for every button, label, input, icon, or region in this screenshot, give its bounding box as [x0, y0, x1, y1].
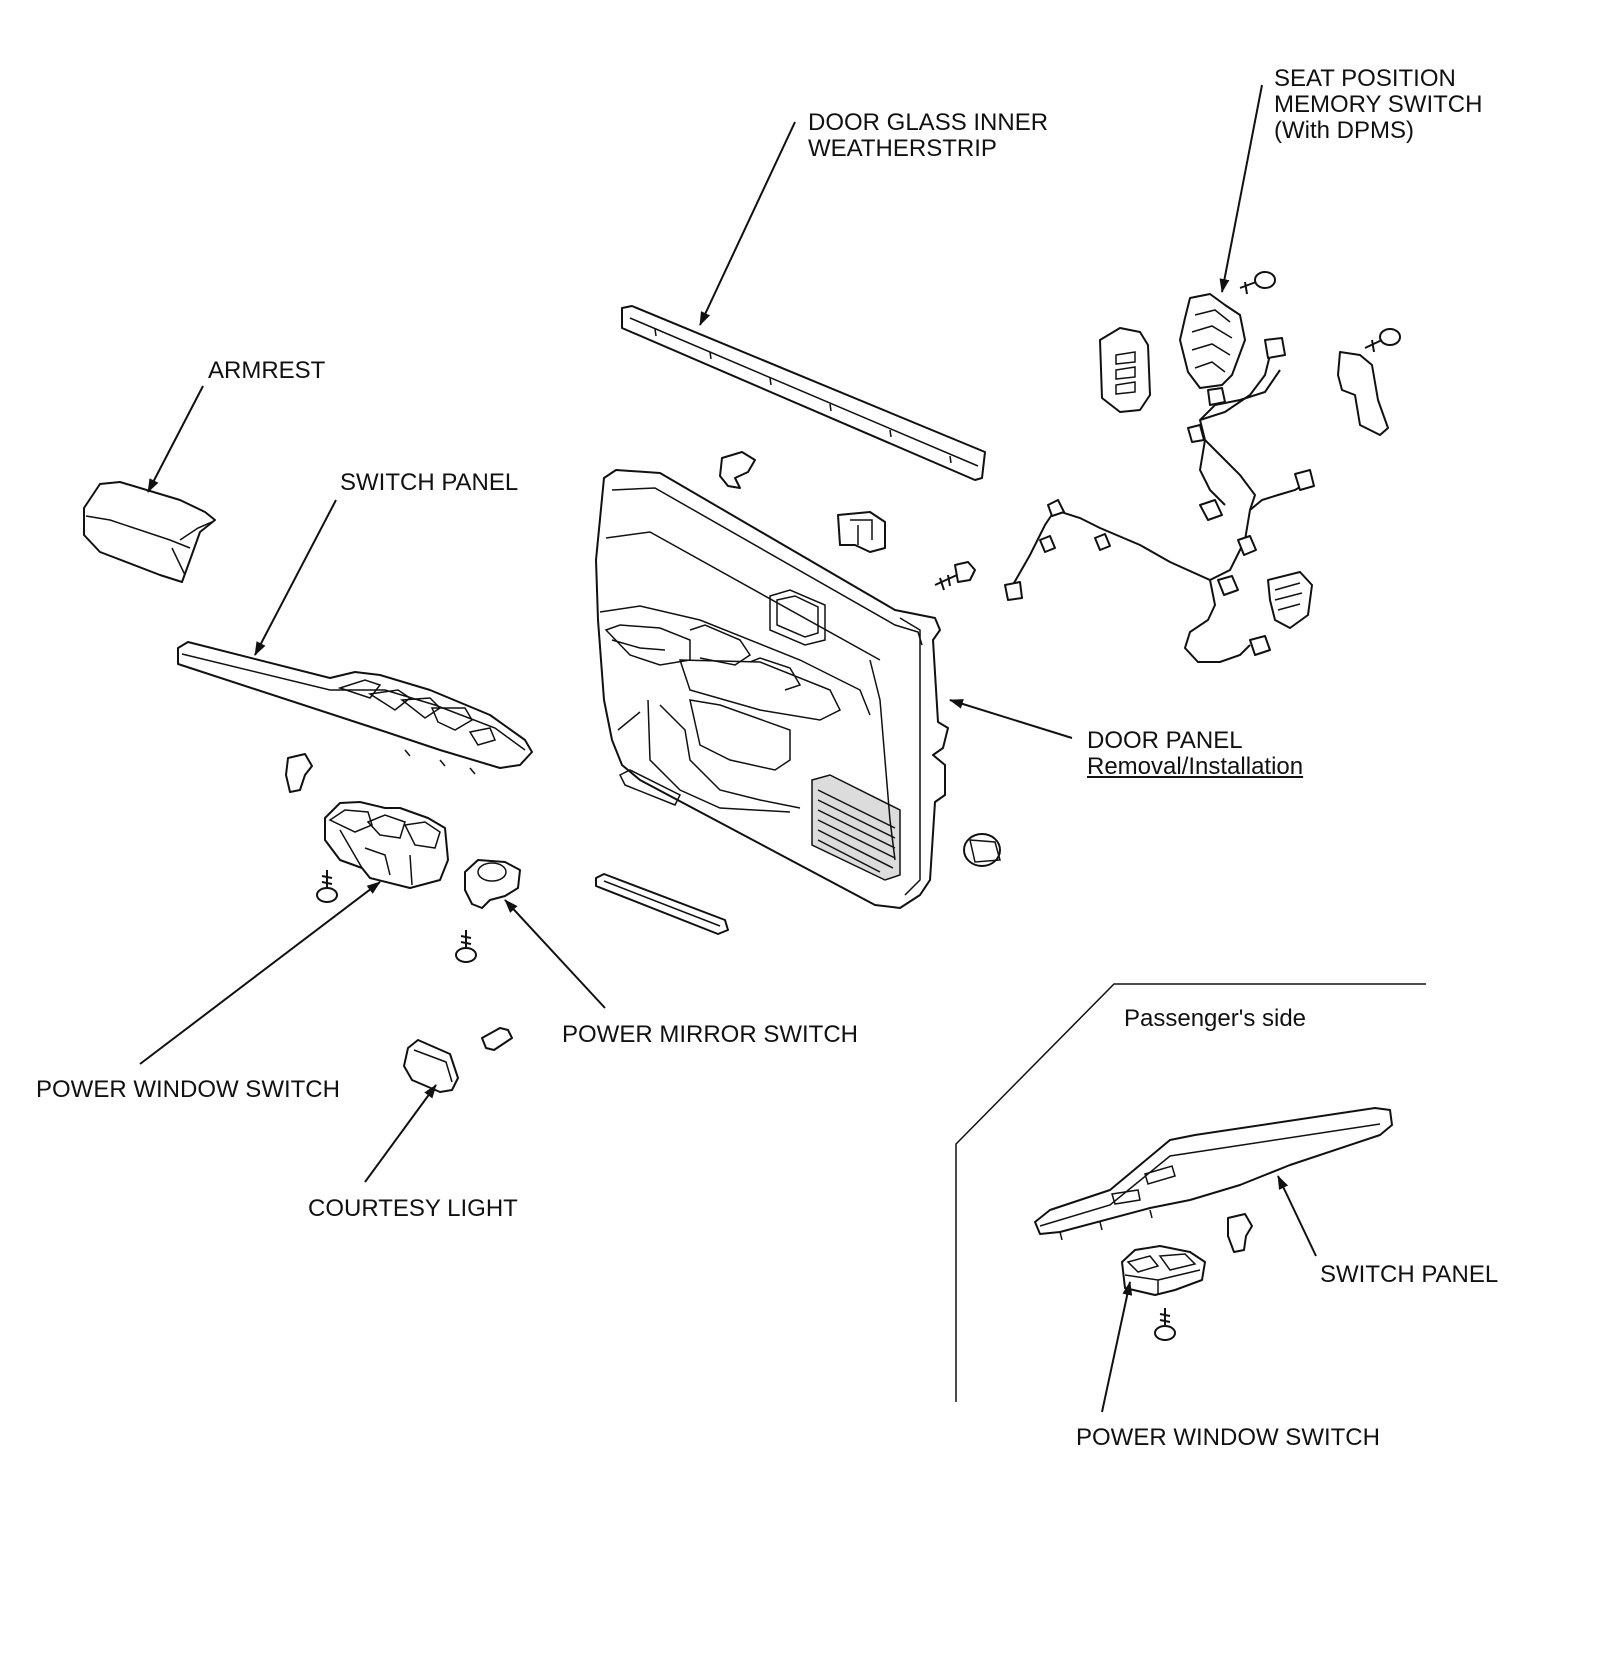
label-power-window-switch: POWER WINDOW SWITCH — [36, 1076, 340, 1103]
switch-panel-driver — [177, 641, 533, 775]
panel-screw-right — [934, 561, 976, 591]
label-weatherstrip: WEATHERSTRIP — [808, 135, 997, 162]
seat-memory-bezel — [1099, 327, 1151, 413]
label-with-dpms: (With DPMS) — [1274, 117, 1414, 144]
bottom-trim-strip — [595, 873, 729, 935]
passenger-frame-line — [955, 983, 1426, 1402]
label-memory-switch: MEMORY SWITCH — [1274, 91, 1483, 118]
seat-memory-screw — [1239, 271, 1276, 295]
leader-lines — [139, 84, 1317, 1413]
panel-clip-bracket — [837, 511, 886, 553]
power-window-switch-passenger — [1121, 1245, 1206, 1296]
label-door-glass-inner: DOOR GLASS INNER — [808, 109, 1049, 136]
door-wiring-harness — [1004, 337, 1315, 663]
wiring-bracket-right — [1337, 328, 1401, 436]
switch-clip-left — [285, 753, 313, 793]
switch-clip-passenger — [1227, 1213, 1253, 1253]
power-window-switch-driver — [324, 801, 449, 889]
link-door-panel-removal-installation[interactable]: Removal/Installation — [1087, 753, 1304, 780]
harness-connector-bracket — [1267, 571, 1313, 629]
label-power-mirror-switch: POWER MIRROR SWITCH — [562, 1021, 858, 1048]
door-glass-inner-weatherstrip — [621, 305, 986, 481]
switch-panel-passenger — [1034, 1107, 1393, 1241]
panel-clip-upper — [719, 451, 756, 489]
label-switch-panel: SWITCH PANEL — [340, 469, 519, 496]
label-seat-position: SEAT POSITION — [1274, 65, 1456, 92]
seat-memory-switch — [1179, 293, 1246, 389]
label-courtesy-light: COURTESY LIGHT — [308, 1195, 518, 1222]
label-switch-panel-passenger: SWITCH PANEL — [1320, 1261, 1499, 1288]
panel-clip-lower — [963, 833, 1001, 867]
screw-passenger — [1154, 1308, 1176, 1341]
label-armrest: ARMREST — [208, 357, 326, 384]
screw-left-2 — [455, 930, 477, 963]
courtesy-light-part — [403, 1039, 459, 1093]
power-mirror-switch — [464, 859, 521, 909]
armrest-part — [83, 481, 216, 583]
label-passengers-side: Passenger's side — [1124, 1005, 1307, 1032]
label-door-panel: DOOR PANEL — [1087, 727, 1243, 754]
courtesy-bulb — [481, 1027, 513, 1051]
door-panel — [595, 469, 949, 909]
label-power-window-switch-passenger: POWER WINDOW SWITCH — [1076, 1424, 1380, 1451]
screw-left-1 — [316, 870, 338, 903]
